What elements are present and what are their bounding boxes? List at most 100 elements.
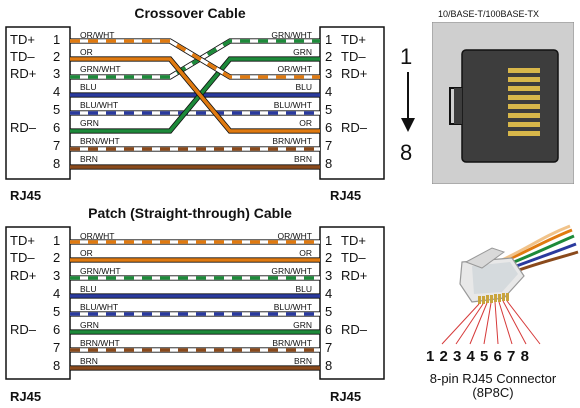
straight-right-pin-5: 5 — [325, 304, 333, 319]
crossover-left-connector — [5, 26, 71, 180]
crossover-right-pin-1: 1 — [325, 32, 333, 47]
straight-left-pin-6: 6 — [53, 322, 61, 337]
crossover-left-pin-1: 1 — [53, 32, 61, 47]
straight-left-signal-2: TD– — [10, 250, 35, 265]
rj45-plug-illustration — [441, 224, 579, 345]
straight-right-pin-3: 3 — [325, 268, 333, 283]
crossover-wire-1-stripe — [70, 39, 320, 79]
straight-right-pin-7: 7 — [325, 340, 333, 355]
straight-left-pin-7: 7 — [53, 340, 61, 355]
crossover-left-wire-label-6: GRN — [80, 118, 99, 128]
crossover-right-pin-8: 8 — [325, 156, 333, 171]
straight-left-signal-3: RD+ — [10, 268, 37, 283]
plug-caption: 8-pin RJ45 Connector (8P8C) — [406, 372, 580, 400]
crossover-right-pin-5: 5 — [325, 102, 333, 117]
straight-left-connector — [5, 226, 71, 380]
crossover-left-wire-label-7: BRN/WHT — [80, 136, 120, 146]
straight-right-wire-label-6: GRN — [293, 320, 312, 330]
straight-right-pin-1: 1 — [325, 233, 333, 248]
crossover-right-signal-1: TD+ — [341, 32, 366, 47]
crossover-left-pin-8: 8 — [53, 156, 61, 171]
crossover-left-wire-label-2: OR — [80, 47, 93, 57]
jack-arrow-down-icon — [401, 72, 415, 132]
straight-diagram — [5, 226, 385, 380]
straight-right-pin-6: 6 — [325, 322, 333, 337]
crossover-left-rj45-label: RJ45 — [10, 188, 42, 203]
crossover-left-wire-label-3: GRN/WHT — [80, 64, 121, 74]
jack-caption: 10/BASE-T/100BASE-TX — [438, 9, 540, 19]
plug-caption-line1: 8-pin RJ45 Connector — [429, 371, 557, 386]
rj45-jack-illustration — [432, 22, 574, 184]
plug-pin-numbers: 1 2 3 4 5 6 7 8 — [426, 348, 530, 365]
straight-left-pin-1: 1 — [53, 233, 61, 248]
crossover-right-pin-6: 6 — [325, 120, 333, 135]
straight-left-pin-5: 5 — [53, 304, 61, 319]
plug-caption-line2: (8P8C) — [472, 385, 514, 400]
crossover-right-wire-label-4: BLU — [295, 82, 312, 92]
plug-clip — [464, 247, 506, 269]
straight-right-pin-4: 4 — [325, 286, 333, 301]
straight-left-wire-label-6: GRN — [80, 320, 99, 330]
crossover-title: Crossover Cable — [134, 5, 246, 21]
crossover-left-signal-3: RD+ — [10, 66, 37, 81]
straight-left-wire-label-2: OR — [80, 248, 93, 258]
crossover-right-pin-7: 7 — [325, 138, 333, 153]
straight-right-signal-3: RD+ — [341, 268, 368, 283]
crossover-right-wire-label-7: BRN/WHT — [272, 136, 312, 146]
crossover-left-wire-label-8: BRN — [80, 154, 98, 164]
crossover-right-wire-label-8: BRN — [294, 154, 312, 164]
crossover-left-pin-7: 7 — [53, 138, 61, 153]
straight-left-wire-label-4: BLU — [80, 284, 97, 294]
straight-left-wire-label-3: GRN/WHT — [80, 266, 121, 276]
straight-right-signal-1: TD+ — [341, 233, 366, 248]
crossover-right-signal-3: RD+ — [341, 66, 368, 81]
straight-right-wire-label-2: OR — [299, 248, 312, 258]
straight-right-connector — [319, 226, 385, 380]
crossover-left-signal-2: TD– — [10, 49, 35, 64]
crossover-left-pin-4: 4 — [53, 84, 61, 99]
crossover-left-pin-5: 5 — [53, 102, 61, 117]
crossover-right-wire-label-5: BLU/WHT — [273, 100, 312, 110]
crossover-right-wire-label-1: GRN/WHT — [271, 30, 312, 40]
straight-right-pin-8: 8 — [325, 358, 333, 373]
straight-right-pin-2: 2 — [325, 250, 333, 265]
straight-left-pin-8: 8 — [53, 358, 61, 373]
crossover-left-signal-6: RD– — [10, 120, 37, 135]
crossover-right-connector — [319, 26, 385, 180]
crossover-right-signal-2: TD– — [341, 49, 366, 64]
crossover-diagram — [5, 26, 385, 180]
straight-left-wire-label-8: BRN — [80, 356, 98, 366]
straight-left-pin-4: 4 — [53, 286, 61, 301]
straight-right-wire-label-1: OR/WHT — [277, 231, 312, 241]
straight-right-signal-6: RD– — [341, 322, 368, 337]
straight-title: Patch (Straight-through) Cable — [88, 205, 292, 221]
crossover-right-wire-label-2: GRN — [293, 47, 312, 57]
jack-pin-last: 8 — [400, 140, 413, 165]
crossover-right-wire-label-6: OR — [299, 118, 312, 128]
crossover-right-rj45-label: RJ45 — [330, 188, 362, 203]
straight-left-wire-label-7: BRN/WHT — [80, 338, 120, 348]
jack-pin-first: 1 — [400, 44, 413, 69]
straight-left-rj45-label: RJ45 — [10, 389, 42, 404]
crossover-right-wire-label-3: OR/WHT — [277, 64, 312, 74]
crossover-left-signal-1: TD+ — [10, 32, 35, 47]
straight-right-wire-label-5: BLU/WHT — [273, 302, 312, 312]
crossover-left-pin-3: 3 — [53, 66, 61, 81]
straight-right-wire-label-4: BLU — [295, 284, 312, 294]
crossover-right-pin-2: 2 — [325, 49, 333, 64]
straight-left-signal-6: RD– — [10, 322, 37, 337]
crossover-left-wire-label-4: BLU — [80, 82, 97, 92]
straight-right-wire-label-8: BRN — [294, 356, 312, 366]
straight-left-wire-label-1: OR/WHT — [80, 231, 115, 241]
crossover-left-pin-6: 6 — [53, 120, 61, 135]
straight-right-wire-label-7: BRN/WHT — [272, 338, 312, 348]
jack-contacts — [508, 68, 540, 136]
straight-right-signal-2: TD– — [341, 250, 366, 265]
crossover-right-signal-6: RD– — [341, 120, 368, 135]
plug-pin-lines — [441, 300, 541, 345]
straight-left-wire-label-5: BLU/WHT — [80, 302, 119, 312]
plug-contacts — [478, 293, 509, 304]
crossover-right-pin-3: 3 — [325, 66, 333, 81]
crossover-left-pin-2: 2 — [53, 49, 61, 64]
straight-left-signal-1: TD+ — [10, 233, 35, 248]
